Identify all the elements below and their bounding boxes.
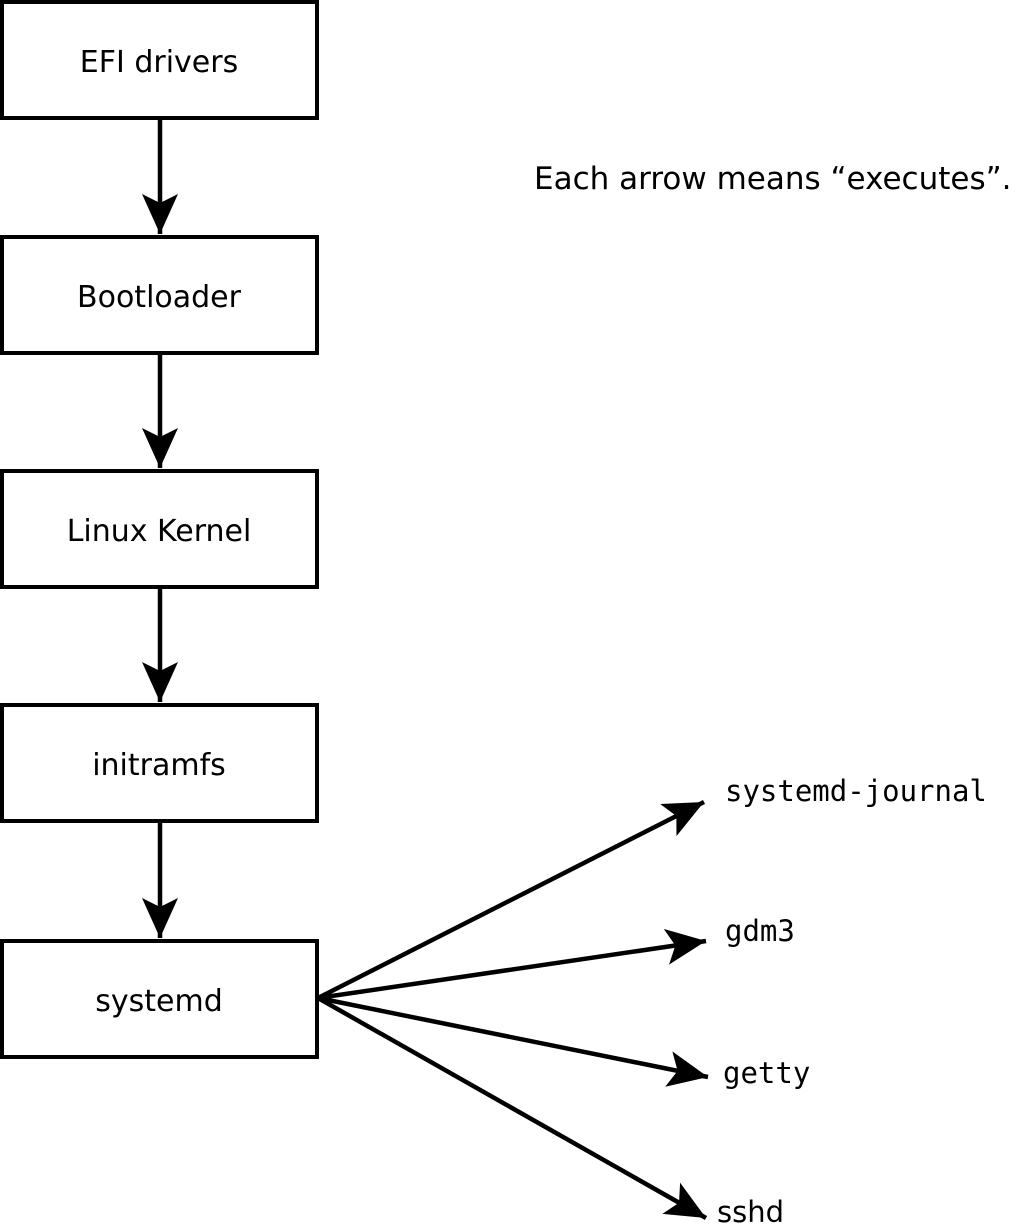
process-label-gdm3: gdm3 bbox=[725, 914, 795, 948]
spawn-arrow-getty bbox=[317, 995, 709, 1087]
spawn-arrow-sshd bbox=[316, 996, 708, 1220]
box-systemd: systemd bbox=[0, 939, 319, 1059]
box-efi-drivers: EFI drivers bbox=[0, 0, 319, 120]
box-bootloader-rect bbox=[0, 235, 319, 355]
box-linux-kernel-label: Linux Kernel bbox=[67, 514, 252, 549]
box-efi-drivers-label: EFI drivers bbox=[80, 45, 238, 80]
box-linux-kernel-rect bbox=[0, 469, 319, 589]
box-linux-kernel: Linux Kernel bbox=[0, 469, 319, 589]
spawn-arrow-gdm3 bbox=[317, 929, 707, 1001]
process-label-systemd-journal: systemd-journal bbox=[725, 774, 987, 808]
spawn-arrow-systemd-journal bbox=[316, 799, 706, 1001]
box-initramfs-label: initramfs bbox=[92, 748, 226, 783]
box-systemd-rect bbox=[0, 939, 319, 1059]
box-bootloader-label: Bootloader bbox=[77, 280, 242, 315]
box-bootloader: Bootloader bbox=[0, 235, 319, 355]
box-initramfs: initramfs bbox=[0, 703, 319, 823]
process-label-sshd: sshd bbox=[717, 1195, 784, 1229]
box-initramfs-rect bbox=[0, 703, 319, 823]
box-efi-drivers-rect bbox=[0, 0, 319, 120]
process-label-getty: getty bbox=[723, 1056, 810, 1090]
arrow-meaning-note: Each arrow means “executes”. bbox=[534, 161, 1012, 197]
box-systemd-label: systemd bbox=[95, 984, 223, 1019]
